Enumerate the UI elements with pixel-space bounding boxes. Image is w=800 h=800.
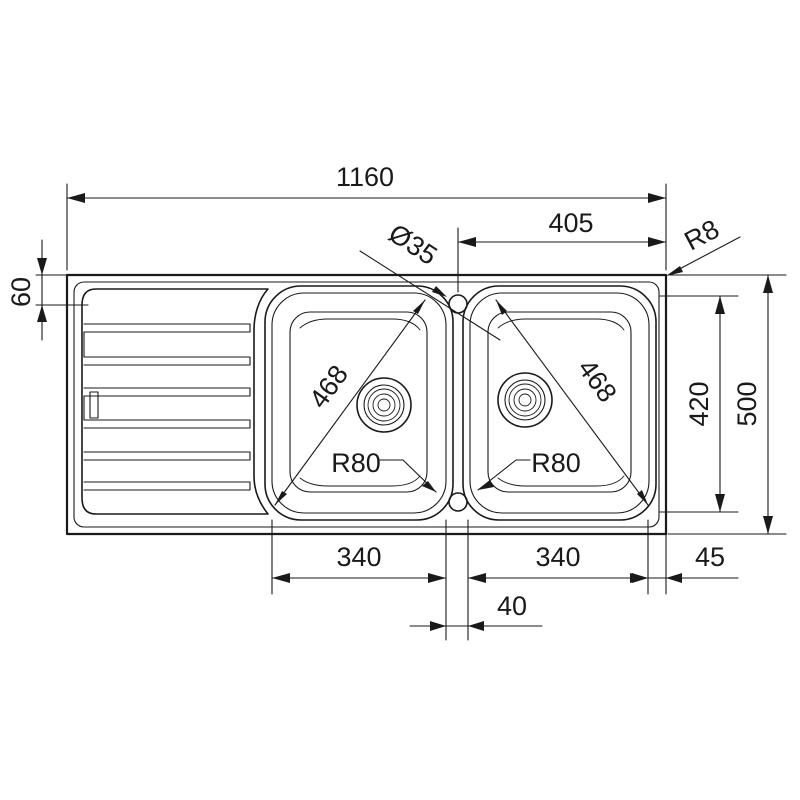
label-bowl-radius-left: R80 bbox=[331, 448, 381, 478]
top-margin-dimension bbox=[35, 239, 89, 341]
sink-outline bbox=[65, 273, 668, 536]
right-bowl-ridge-bottom bbox=[497, 475, 625, 487]
bowl-gap-dimension bbox=[409, 621, 543, 631]
right-bowl-rim bbox=[462, 285, 657, 521]
label-overall-depth: 500 bbox=[732, 381, 762, 426]
drainboard-outline bbox=[81, 288, 269, 515]
r80-leader-left bbox=[377, 459, 437, 493]
diagonal-dimension-right bbox=[495, 299, 649, 506]
sink-outer-edge bbox=[65, 273, 668, 536]
diagonal-dimension-left bbox=[274, 299, 426, 506]
label-right-bowl-offset: 405 bbox=[548, 208, 593, 238]
label-bowl-gap: 40 bbox=[497, 591, 527, 621]
groove-4 bbox=[83, 419, 251, 429]
label-diagonal-left: 468 bbox=[303, 360, 354, 414]
label-diagonal-right: 468 bbox=[572, 354, 623, 408]
overflow-slot bbox=[89, 391, 99, 419]
right-bowl-width-dimension bbox=[467, 573, 649, 583]
left-bowl-width-dimension bbox=[271, 573, 447, 583]
label-corner-radius: R8 bbox=[679, 214, 724, 257]
label-overall-width: 1160 bbox=[336, 162, 394, 192]
right-margin-dimension bbox=[632, 573, 739, 583]
left-drain-icon bbox=[356, 377, 412, 433]
right-bowl-offset-dimension bbox=[457, 227, 667, 293]
sink-rim-inner bbox=[73, 281, 660, 528]
drainboard-grooves bbox=[83, 323, 251, 491]
left-bowl-ridge-bottom bbox=[299, 475, 421, 487]
left-bowl-ridge bbox=[299, 318, 421, 331]
right-bowl-ridge bbox=[497, 318, 625, 331]
corner-radius-leader bbox=[666, 236, 741, 276]
left-bowl bbox=[264, 285, 454, 521]
groove-5 bbox=[83, 451, 251, 461]
groove-6 bbox=[83, 481, 251, 491]
right-bowl-bottom bbox=[487, 311, 632, 493]
label-bowl-depth: 420 bbox=[684, 381, 714, 426]
label-bowl-width-left: 340 bbox=[336, 542, 381, 572]
label-right-margin: 45 bbox=[695, 542, 725, 572]
label-bowl-width-right: 340 bbox=[535, 542, 580, 572]
label-tap-hole: Ø35 bbox=[383, 218, 442, 271]
bottom-extension-lines bbox=[271, 519, 667, 641]
left-bowl-rim bbox=[264, 285, 454, 521]
groove-2 bbox=[83, 356, 251, 366]
groove-3 bbox=[83, 387, 251, 397]
groove-1 bbox=[83, 323, 251, 333]
label-top-margin: 60 bbox=[6, 277, 36, 307]
overall-depth-dimension bbox=[667, 274, 787, 535]
tap-hole-top bbox=[448, 294, 468, 314]
right-drain-icon bbox=[497, 372, 553, 428]
left-bowl-outer bbox=[271, 292, 447, 514]
overall-width-dimension bbox=[66, 183, 667, 271]
bowl-depth-dimension bbox=[659, 295, 739, 513]
right-bowl bbox=[462, 285, 657, 521]
right-bowl-outer bbox=[469, 292, 650, 514]
tap-hole-leader bbox=[359, 250, 501, 341]
tap-hole-bottom bbox=[448, 492, 468, 512]
label-bowl-radius-right: R80 bbox=[531, 448, 581, 478]
left-bowl-bottom bbox=[289, 311, 428, 493]
r80-leader-right bbox=[477, 459, 531, 491]
